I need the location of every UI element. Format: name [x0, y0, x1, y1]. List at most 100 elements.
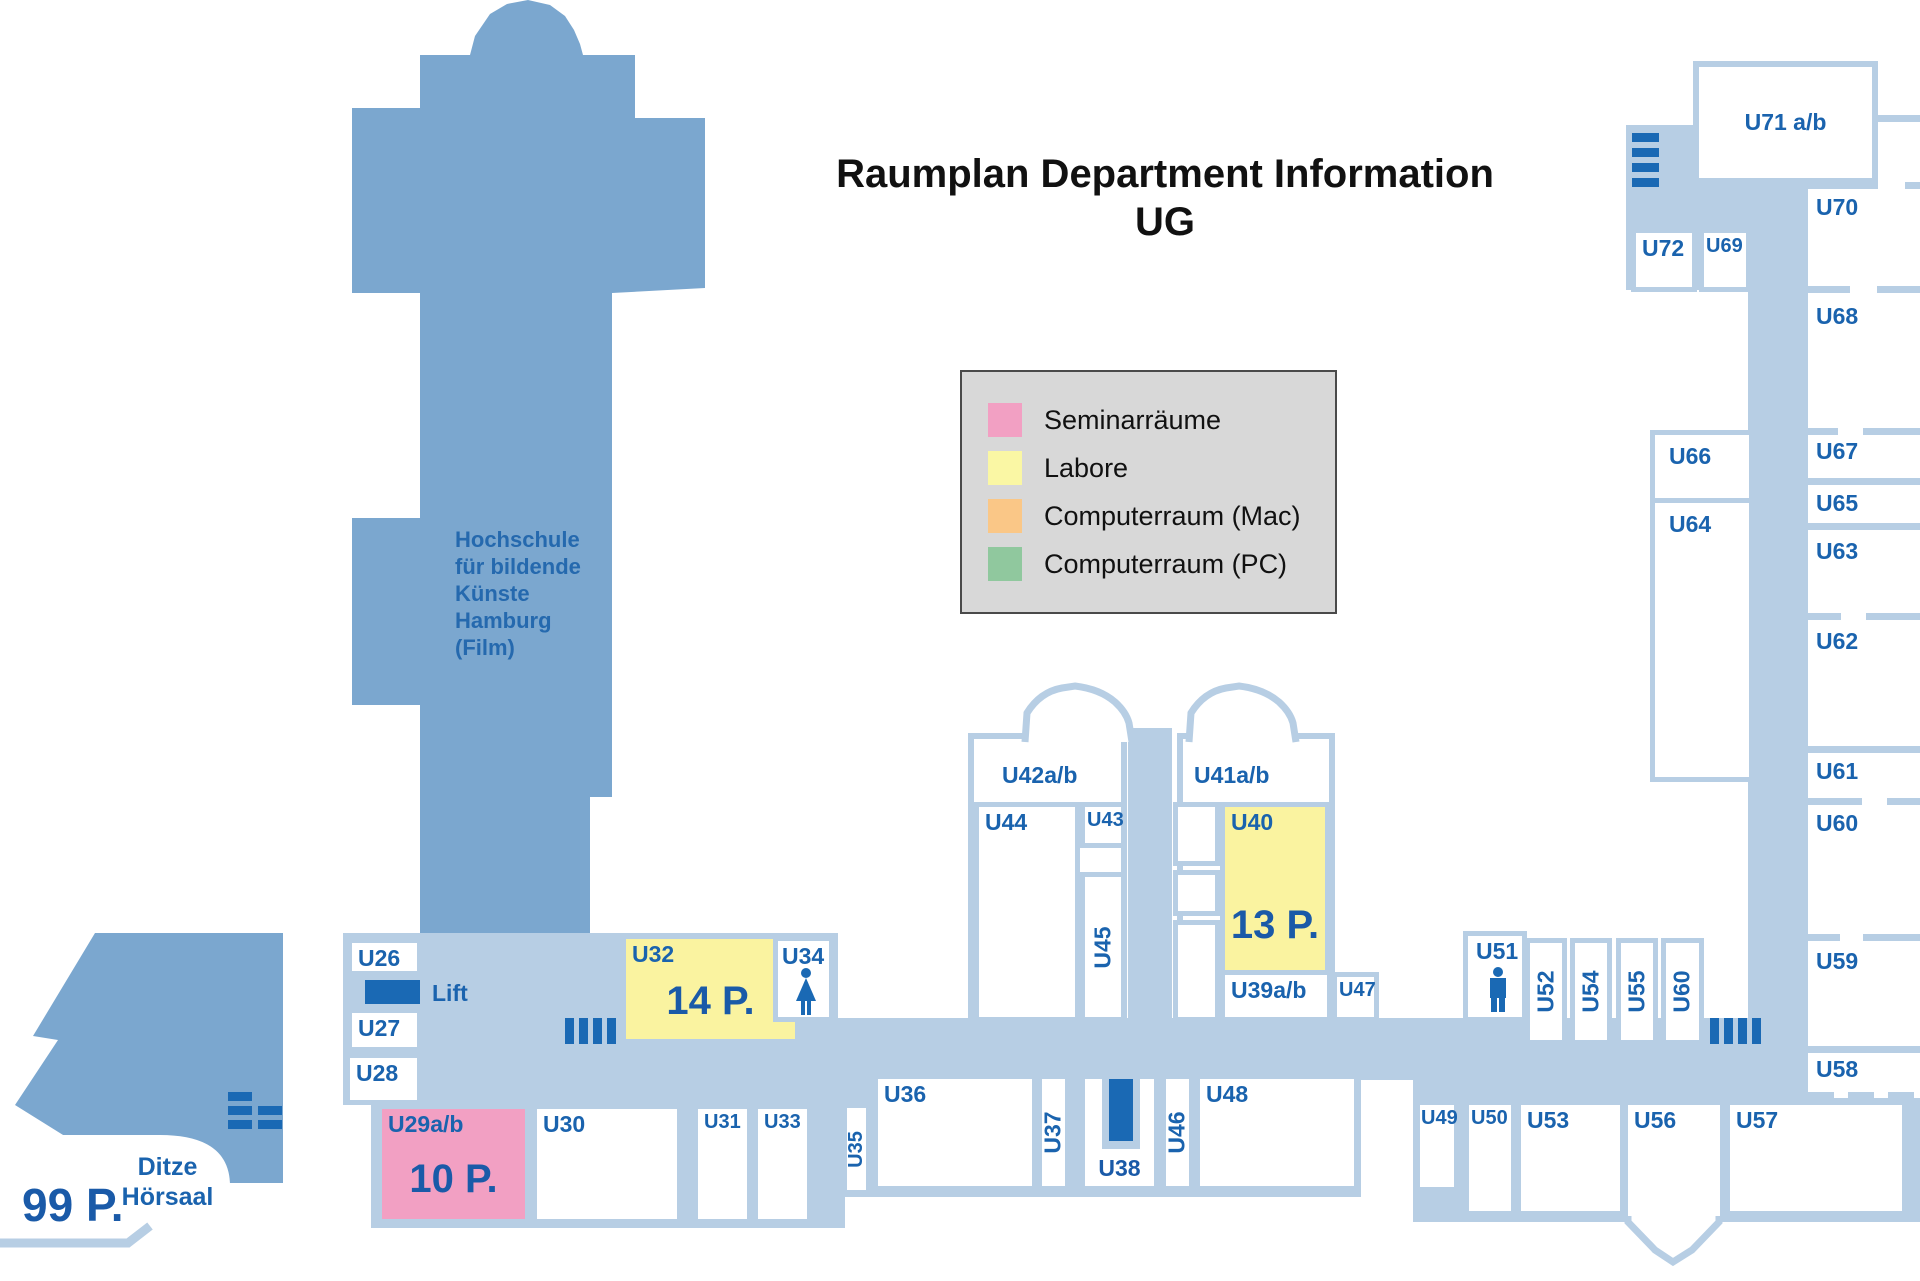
stairs-icon-ditze	[228, 1092, 282, 1129]
ditze-auditorium-shape	[8, 1135, 230, 1237]
stairs-icon-east	[1710, 1018, 1761, 1044]
room-u69: U69	[1699, 228, 1751, 292]
wall	[1863, 428, 1920, 435]
room-label-u63: U63	[1816, 538, 1859, 564]
room-label: U33	[764, 1111, 801, 1133]
room-label: U40	[1231, 809, 1274, 835]
legend-label: Computerraum (PC)	[1044, 548, 1288, 579]
room-u45: U45	[1080, 872, 1126, 1022]
room-label: U49	[1421, 1107, 1458, 1129]
tower-label: Hochschule für bildende Künste Hamburg (…	[455, 526, 581, 661]
wall	[1866, 613, 1920, 620]
room-u34-wc-women: U34	[773, 936, 834, 1022]
room-label: U47	[1339, 979, 1376, 1001]
room-capacity: 14 P.	[666, 979, 755, 1023]
room-label-u58: U58	[1816, 1056, 1859, 1082]
room-label: U69	[1706, 235, 1743, 257]
wall	[1808, 613, 1841, 620]
room-u50: U50	[1464, 1100, 1516, 1216]
man-icon	[1490, 967, 1506, 1012]
room-label: U52	[1532, 970, 1559, 1013]
room-label: U30	[543, 1111, 586, 1137]
room-label: U51	[1476, 938, 1519, 964]
title-line2: UG	[1135, 200, 1195, 244]
room-label: U38	[1098, 1155, 1141, 1181]
room-label: U48	[1206, 1081, 1249, 1107]
apse-arch-right	[1185, 682, 1300, 743]
wall	[1808, 286, 1850, 293]
room-label: U56	[1634, 1107, 1677, 1133]
room-u40: U40 13 P.	[1220, 802, 1330, 976]
room-u64: U64	[1650, 498, 1754, 782]
wall	[1808, 934, 1840, 941]
room-label: U34	[782, 943, 825, 969]
tower-label-line: Hochschule	[455, 527, 580, 552]
room-label: U53	[1527, 1107, 1570, 1133]
room-u72: U72	[1631, 228, 1697, 292]
room-label: U50	[1471, 1107, 1508, 1129]
room-u28: U28	[345, 1053, 422, 1105]
room-u44: U44	[974, 802, 1080, 1022]
legend-label: Seminarräume	[1044, 404, 1222, 435]
room-u26: U26	[347, 938, 422, 976]
auditorium-label: Ditze Hörsaal	[115, 1152, 220, 1212]
room-label: U71 a/b	[1744, 109, 1827, 135]
room-label-u60: U60	[1816, 810, 1859, 836]
lift-icon	[365, 980, 420, 1004]
ditze-bottom-wall	[0, 1222, 153, 1248]
room-u31: U31	[693, 1104, 752, 1224]
room-u51-wc-men: U51	[1463, 931, 1527, 1022]
legend-item-mac: Computerraum (Mac)	[988, 499, 1335, 533]
wall	[1863, 934, 1920, 941]
room-label: U35	[845, 1130, 868, 1168]
seminar-color-swatch	[988, 403, 1022, 437]
mac-color-swatch	[988, 499, 1022, 533]
apse-arch-left	[1021, 682, 1136, 743]
room-u27: U27	[347, 1008, 422, 1052]
room-u38-lift: U38	[1080, 1074, 1159, 1191]
lift-label: Lift	[432, 980, 468, 1006]
room-u39: U39a/b	[1220, 970, 1332, 1022]
room-label-u67: U67	[1816, 438, 1859, 464]
room-label-u41: U41a/b	[1194, 762, 1270, 788]
tower-label-line: für bildende	[455, 554, 581, 579]
stairs-icon-west	[565, 1018, 616, 1044]
room-label: U60	[1669, 970, 1696, 1013]
room-label: U43	[1087, 809, 1124, 831]
room-label: U27	[358, 1015, 401, 1041]
room-label: U26	[358, 945, 401, 971]
room-label: U32	[632, 941, 675, 967]
room-u29: U29a/b 10 P.	[377, 1104, 530, 1224]
room-u57: U57	[1725, 1100, 1907, 1216]
room-label: U37	[1040, 1111, 1067, 1154]
legend-label: Computerraum (Mac)	[1044, 500, 1301, 531]
room-u37: U37	[1037, 1074, 1070, 1191]
room-label-u61: U61	[1816, 758, 1859, 784]
room-label-u62: U62	[1816, 628, 1859, 654]
woman-icon	[796, 968, 816, 1015]
room-u46: U46	[1161, 1074, 1194, 1191]
small-room-1	[1173, 802, 1220, 866]
legend-label: Labore	[1044, 452, 1129, 483]
room-label: U45	[1089, 925, 1116, 969]
room-label: U55	[1623, 970, 1650, 1013]
legend-item-pc: Computerraum (PC)	[988, 547, 1335, 581]
film-tower-shape	[352, 0, 705, 933]
wall	[1808, 1046, 1920, 1053]
room-label: U57	[1736, 1107, 1779, 1133]
room-label: U46	[1164, 1111, 1191, 1154]
wall	[1808, 523, 1920, 530]
wall	[1808, 428, 1838, 435]
wall	[1905, 182, 1920, 189]
room-label: U39a/b	[1231, 977, 1307, 1003]
room-u48: U48	[1195, 1074, 1359, 1191]
corridor-chapel-spine	[1128, 728, 1172, 1028]
small-room-3	[1173, 920, 1220, 1022]
room-u35: U35	[843, 1104, 870, 1194]
wall	[1808, 182, 1878, 189]
room-label: U36	[884, 1081, 927, 1107]
ditze-wedge-shape	[15, 933, 283, 1183]
tower-label-line: Künste	[455, 581, 530, 606]
legend-item-labore: Labore	[988, 451, 1335, 485]
